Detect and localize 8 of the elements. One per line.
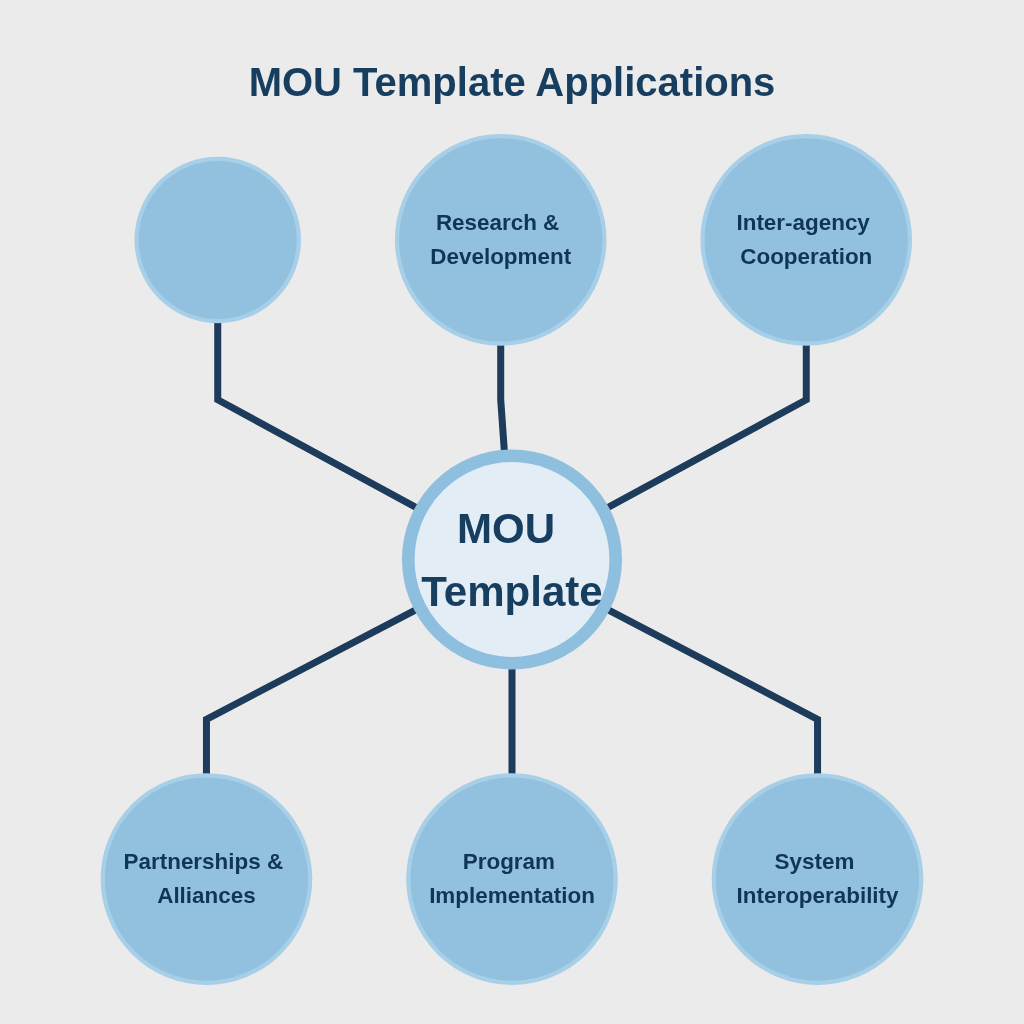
- node-circle: Program Implementation: [406, 773, 618, 985]
- node-circle: System Interoperability: [711, 773, 924, 985]
- node-circle: Research & Development: [394, 134, 607, 346]
- node-circle: Partnerships & Alliances: [100, 773, 313, 985]
- node-circle: [134, 156, 301, 324]
- node-circle: Inter-agency Cooperation: [700, 134, 913, 346]
- diagram-title: MOU Template Applications: [248, 60, 776, 105]
- node-circle: MOU Template: [401, 449, 623, 670]
